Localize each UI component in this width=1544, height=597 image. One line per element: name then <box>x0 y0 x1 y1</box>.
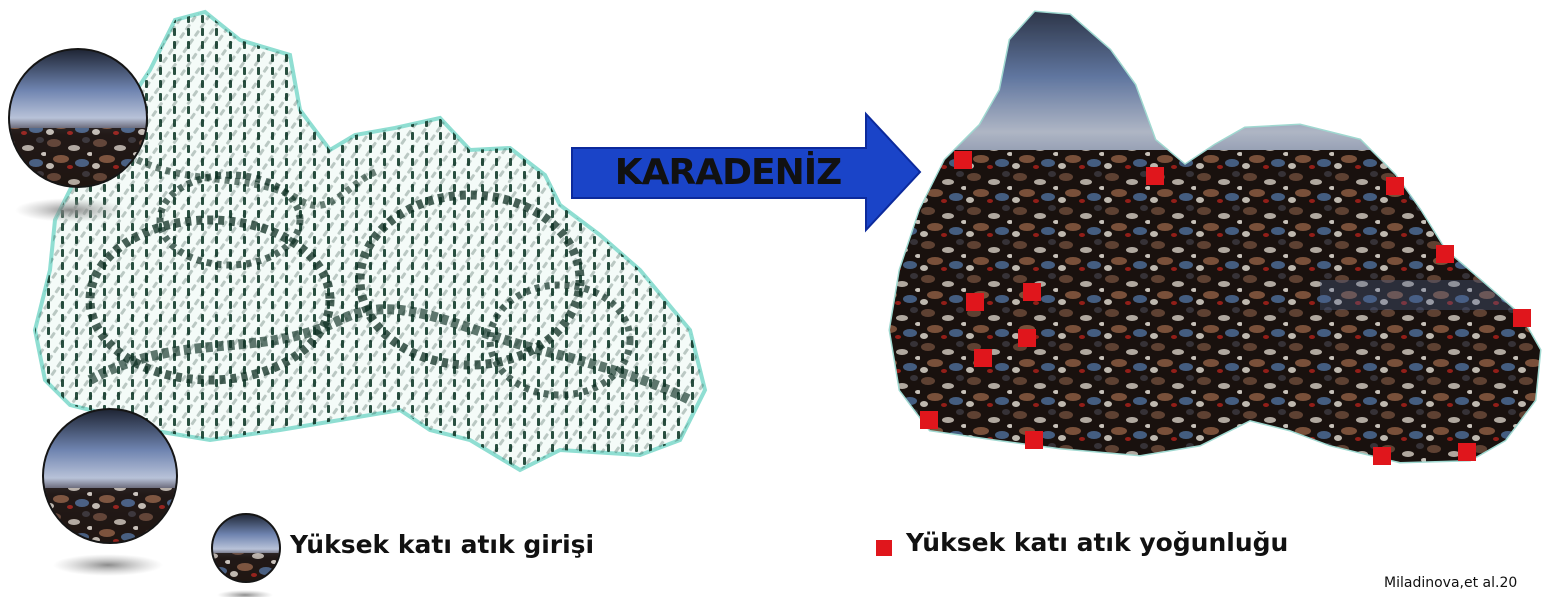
arrow-right-icon <box>571 111 922 233</box>
debris-photo-icon <box>42 408 178 544</box>
debris-photo-icon <box>211 513 281 583</box>
arrow-label: KARADENİZ <box>614 151 842 193</box>
red-marker-icon <box>876 540 892 556</box>
red-marker-icon <box>1018 329 1036 347</box>
red-markers <box>920 151 1531 465</box>
red-marker-icon <box>1023 283 1041 301</box>
red-marker-icon <box>966 293 984 311</box>
citation: Miladinova,et al.20 <box>1384 575 1518 591</box>
debris-photo-icon <box>8 48 148 188</box>
legend-label-solid-waste-density: Yüksek katı atık yoğunluğu <box>906 528 1289 557</box>
red-marker-icon <box>1436 245 1454 263</box>
legend-label-solid-waste-input: Yüksek katı atık girişi <box>290 530 595 559</box>
red-marker-icon <box>1513 309 1531 327</box>
red-marker-icon <box>1458 443 1476 461</box>
red-marker-icon <box>1146 167 1164 185</box>
red-marker-icon <box>1373 447 1391 465</box>
red-marker-icon <box>1025 431 1043 449</box>
red-marker-icon <box>920 411 938 429</box>
red-marker-icon <box>974 349 992 367</box>
sea-basin-icon <box>888 10 1542 464</box>
red-marker-icon <box>954 151 972 169</box>
red-marker-icon <box>1386 177 1404 195</box>
